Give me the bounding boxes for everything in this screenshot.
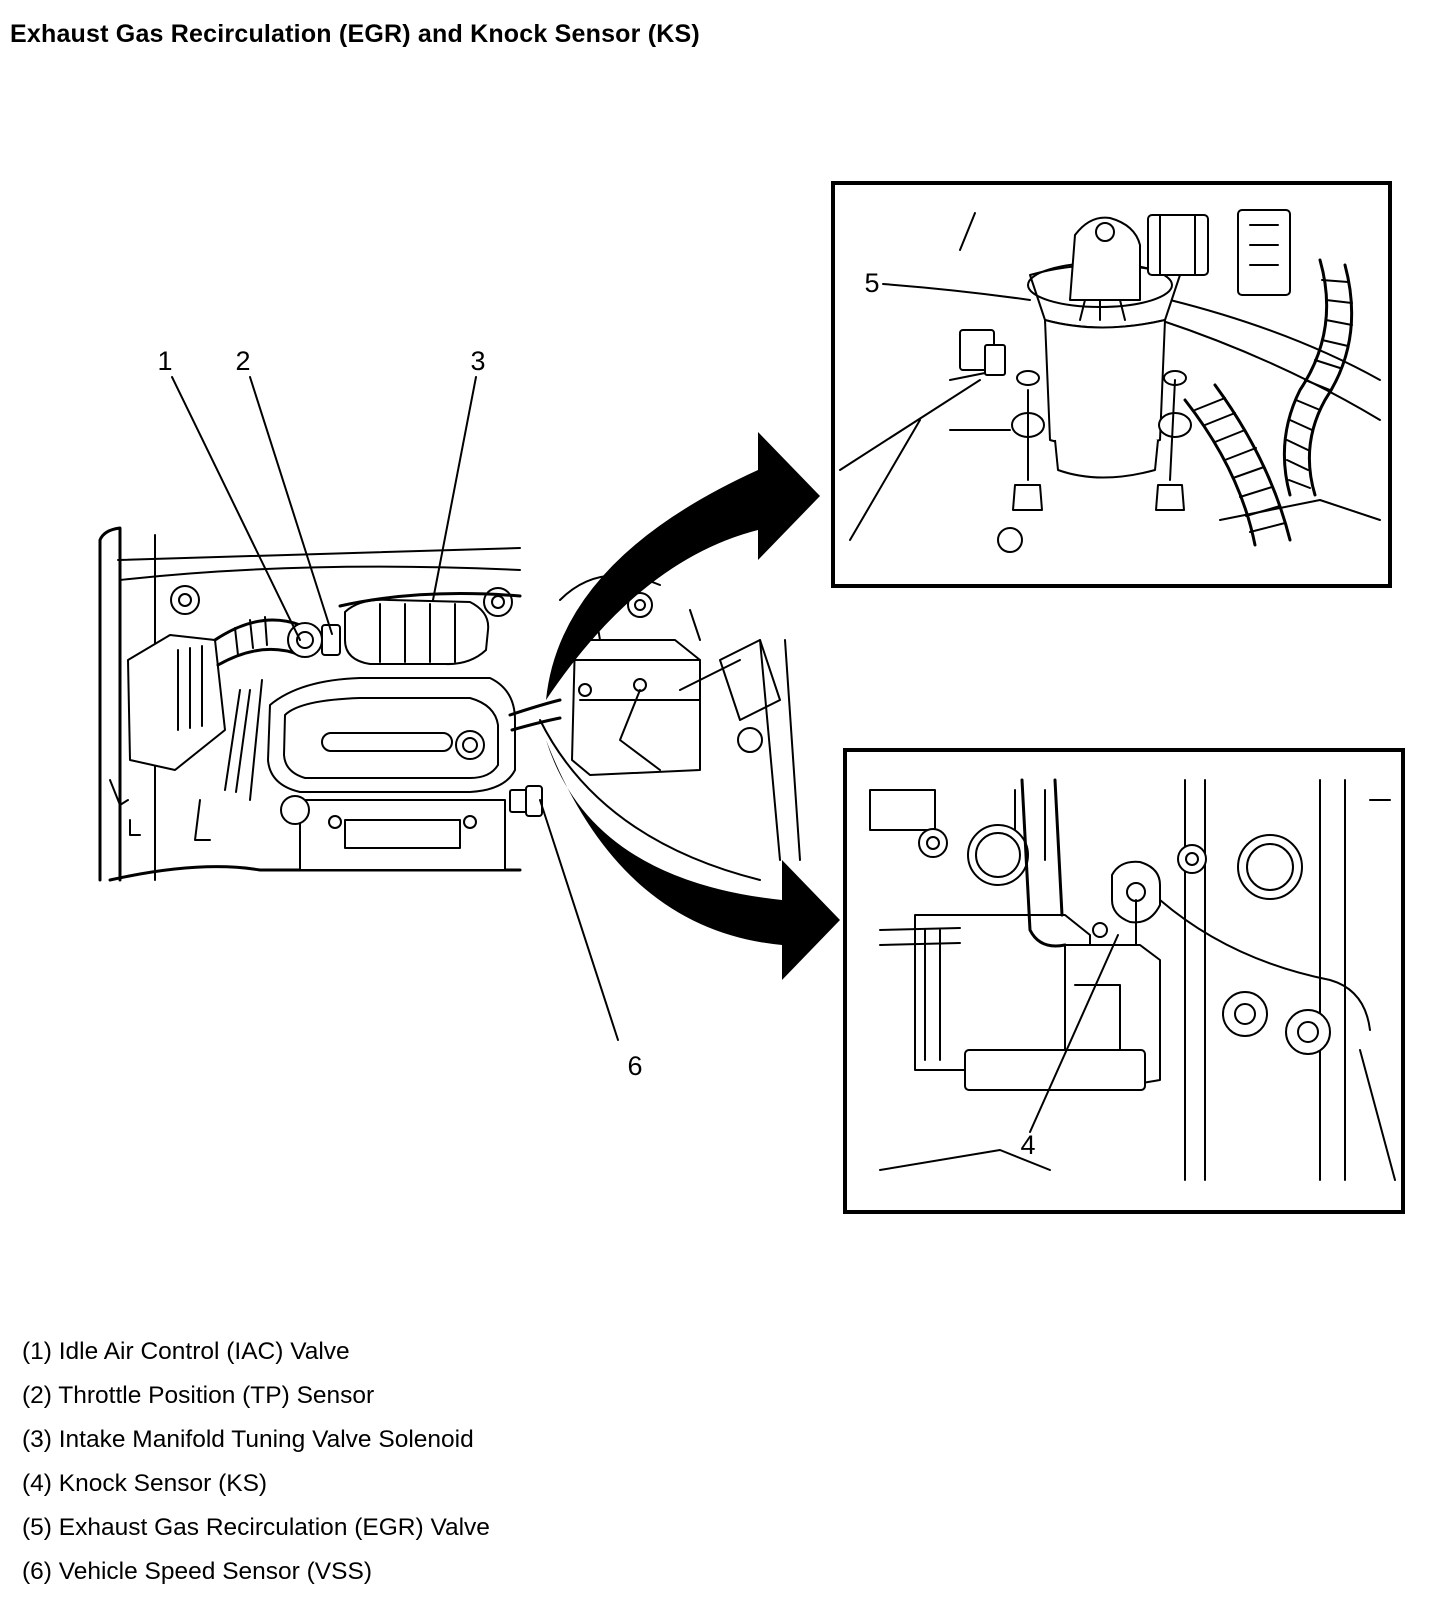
legend-item: (2) Throttle Position (TP) Sensor xyxy=(22,1382,375,1409)
engine-bay-illustration xyxy=(98,526,562,882)
page-title: Exhaust Gas Recirculation (EGR) and Knoc… xyxy=(10,20,700,48)
callout-6: 6 xyxy=(627,1051,642,1081)
legend-item: (5) Exhaust Gas Recirculation (EGR) Valv… xyxy=(22,1514,490,1541)
callout-5: 5 xyxy=(864,268,879,298)
callout-1: 1 xyxy=(157,346,172,376)
legend-item: (1) Idle Air Control (IAC) Valve xyxy=(22,1338,350,1365)
legend-item: (3) Intake Manifold Tuning Valve Solenoi… xyxy=(22,1426,474,1453)
leader-lines xyxy=(171,283,1119,1133)
legend-item: (6) Vehicle Speed Sensor (VSS) xyxy=(22,1558,372,1585)
legend-list: (1) Idle Air Control (IAC) Valve (2) Thr… xyxy=(22,1330,490,1594)
battery-area-illustration xyxy=(559,574,801,861)
callout-2: 2 xyxy=(235,346,250,376)
egr-valve-inset xyxy=(831,181,1392,588)
legend-item: (4) Knock Sensor (KS) xyxy=(22,1470,268,1497)
callout-4: 4 xyxy=(1020,1130,1035,1160)
callout-3: 3 xyxy=(470,346,485,376)
zoom-arrows xyxy=(539,432,840,980)
knock-sensor-inset xyxy=(843,748,1405,1214)
